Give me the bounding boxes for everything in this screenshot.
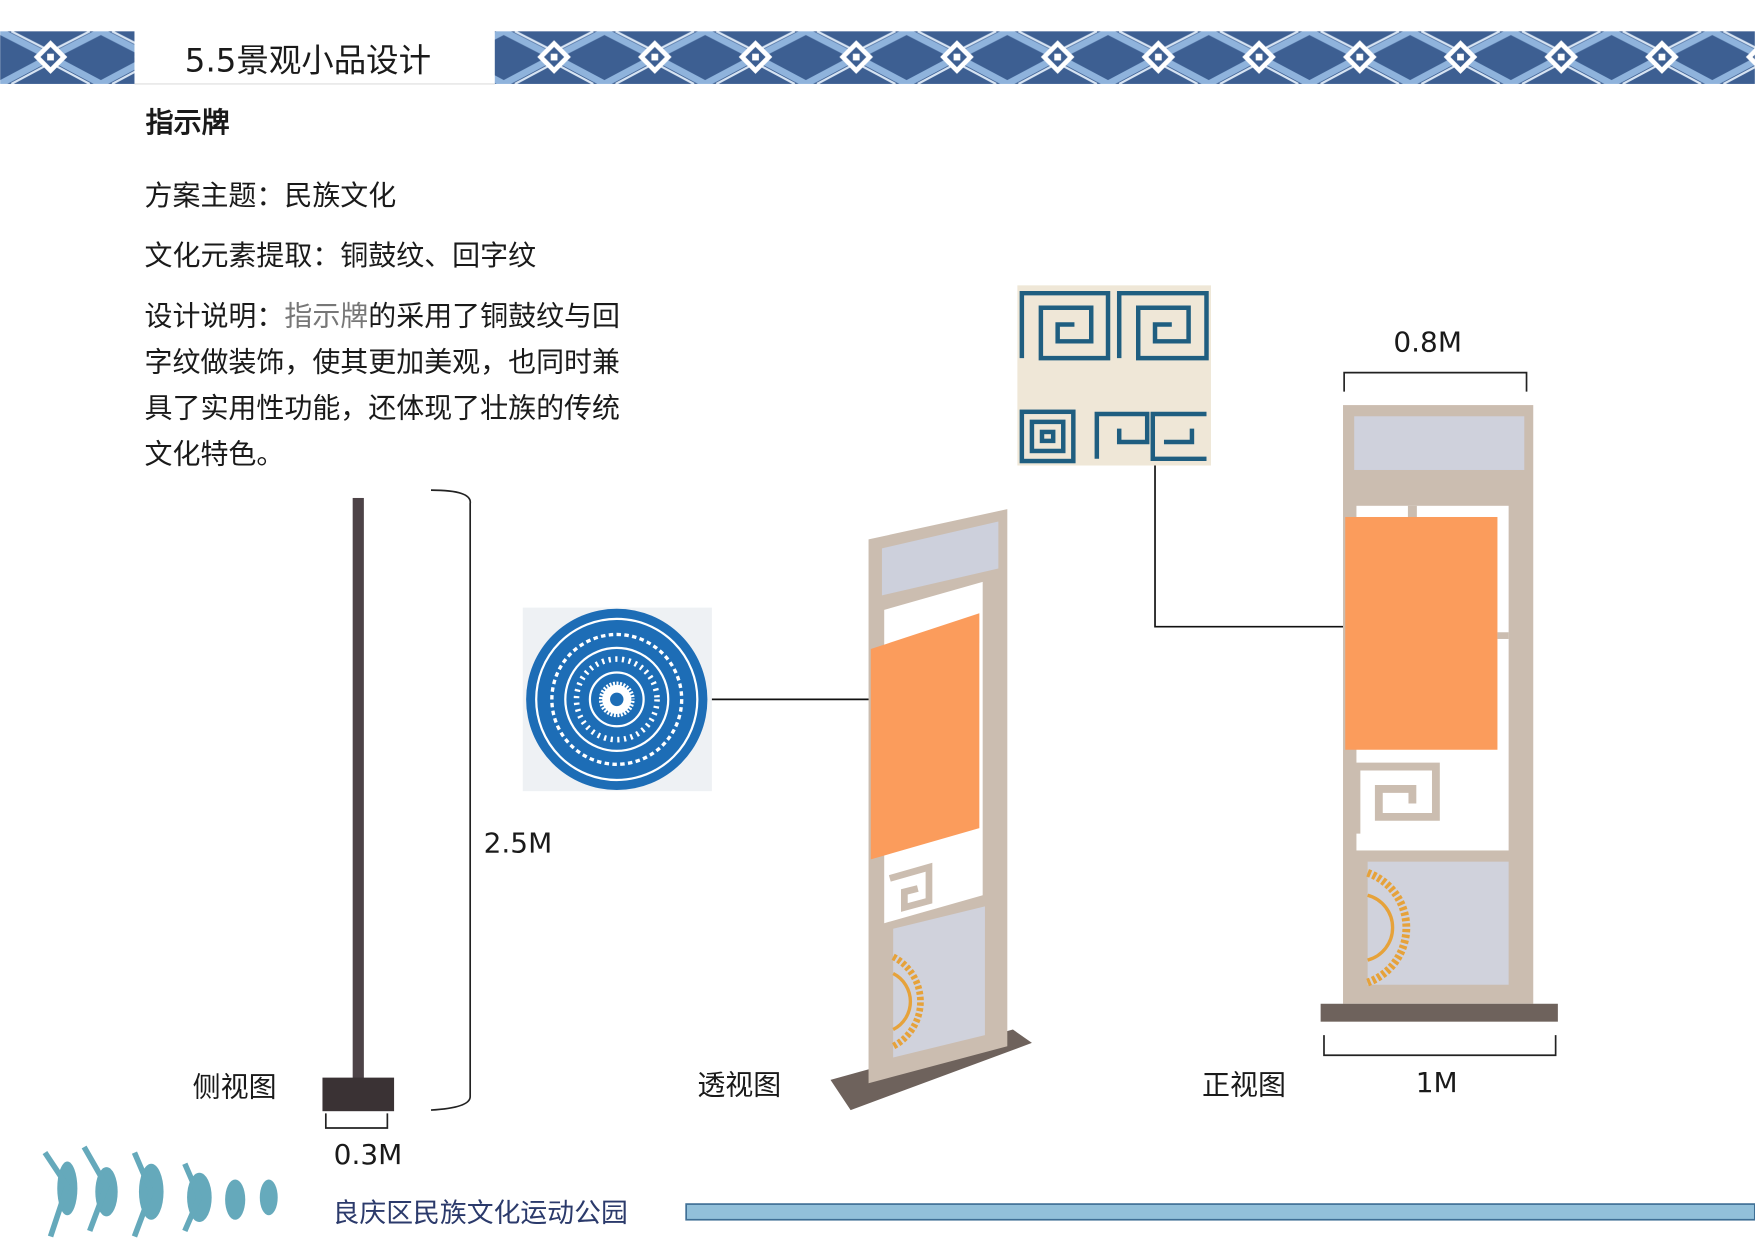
front-sign-drawing: 0.8M 1M 正视图	[1202, 325, 1558, 1101]
footer-bar	[685, 1203, 1755, 1221]
bronze-drum-pattern-image	[522, 607, 712, 792]
top-width-bracket	[1343, 371, 1528, 392]
theme-line: 方案主题：民族文化	[145, 179, 397, 212]
perspective-view-label: 透视图	[697, 1068, 781, 1101]
hui-pattern-image	[1017, 285, 1211, 466]
description-line-4: 文化特色。	[145, 437, 285, 470]
header-band: 5.5景观小品设计	[0, 31, 1755, 85]
left-pattern-banner	[0, 31, 135, 84]
park-name: 良庆区民族文化运动公园	[333, 1198, 628, 1229]
description-line-1: 设计说明：指示牌的采用了铜鼓纹与回	[145, 300, 620, 333]
side-pole	[352, 497, 364, 1080]
info-text: 方案主题：民族文化 文化元素提取：铜鼓纹、回字纹 设计说明：指示牌的采用了铜鼓纹…	[145, 179, 620, 470]
side-view-label: 侧视图	[193, 1071, 277, 1104]
width-dimension: 0.3M	[334, 1138, 403, 1171]
description-line-2: 字纹做装饰，使其更加美观，也同时兼	[145, 346, 620, 379]
width-bracket	[324, 1113, 389, 1129]
perspective-sign-drawing: 透视图	[697, 509, 1032, 1111]
hui-callout-line	[1154, 465, 1356, 789]
runners-silhouette-logo	[42, 1145, 278, 1238]
height-bracket	[430, 489, 472, 1111]
base-width-dimension: 1M	[1416, 1066, 1458, 1099]
description-line-3: 具了实用性功能，还体现了壮族的传统	[145, 391, 620, 424]
front-view-label: 正视图	[1202, 1068, 1286, 1101]
base-width-bracket	[1323, 1035, 1557, 1057]
elements-line: 文化元素提取：铜鼓纹、回字纹	[145, 239, 537, 272]
side-view: 2.5M 0.3M 侧视图	[193, 489, 553, 1171]
section-title: 指示牌	[146, 106, 230, 139]
footer: 良庆区民族文化运动公园	[42, 1145, 1755, 1238]
page-title: 5.5景观小品设计	[185, 42, 431, 80]
height-dimension: 2.5M	[484, 827, 553, 860]
side-base	[322, 1077, 395, 1112]
description-label: 设计说明：	[145, 300, 285, 333]
top-width-dimension: 0.8M	[1393, 325, 1462, 358]
right-pattern-banner	[494, 31, 1755, 84]
description-rest: 的采用了铜鼓纹与回	[368, 300, 620, 333]
description-highlight: 指示牌	[284, 300, 368, 333]
